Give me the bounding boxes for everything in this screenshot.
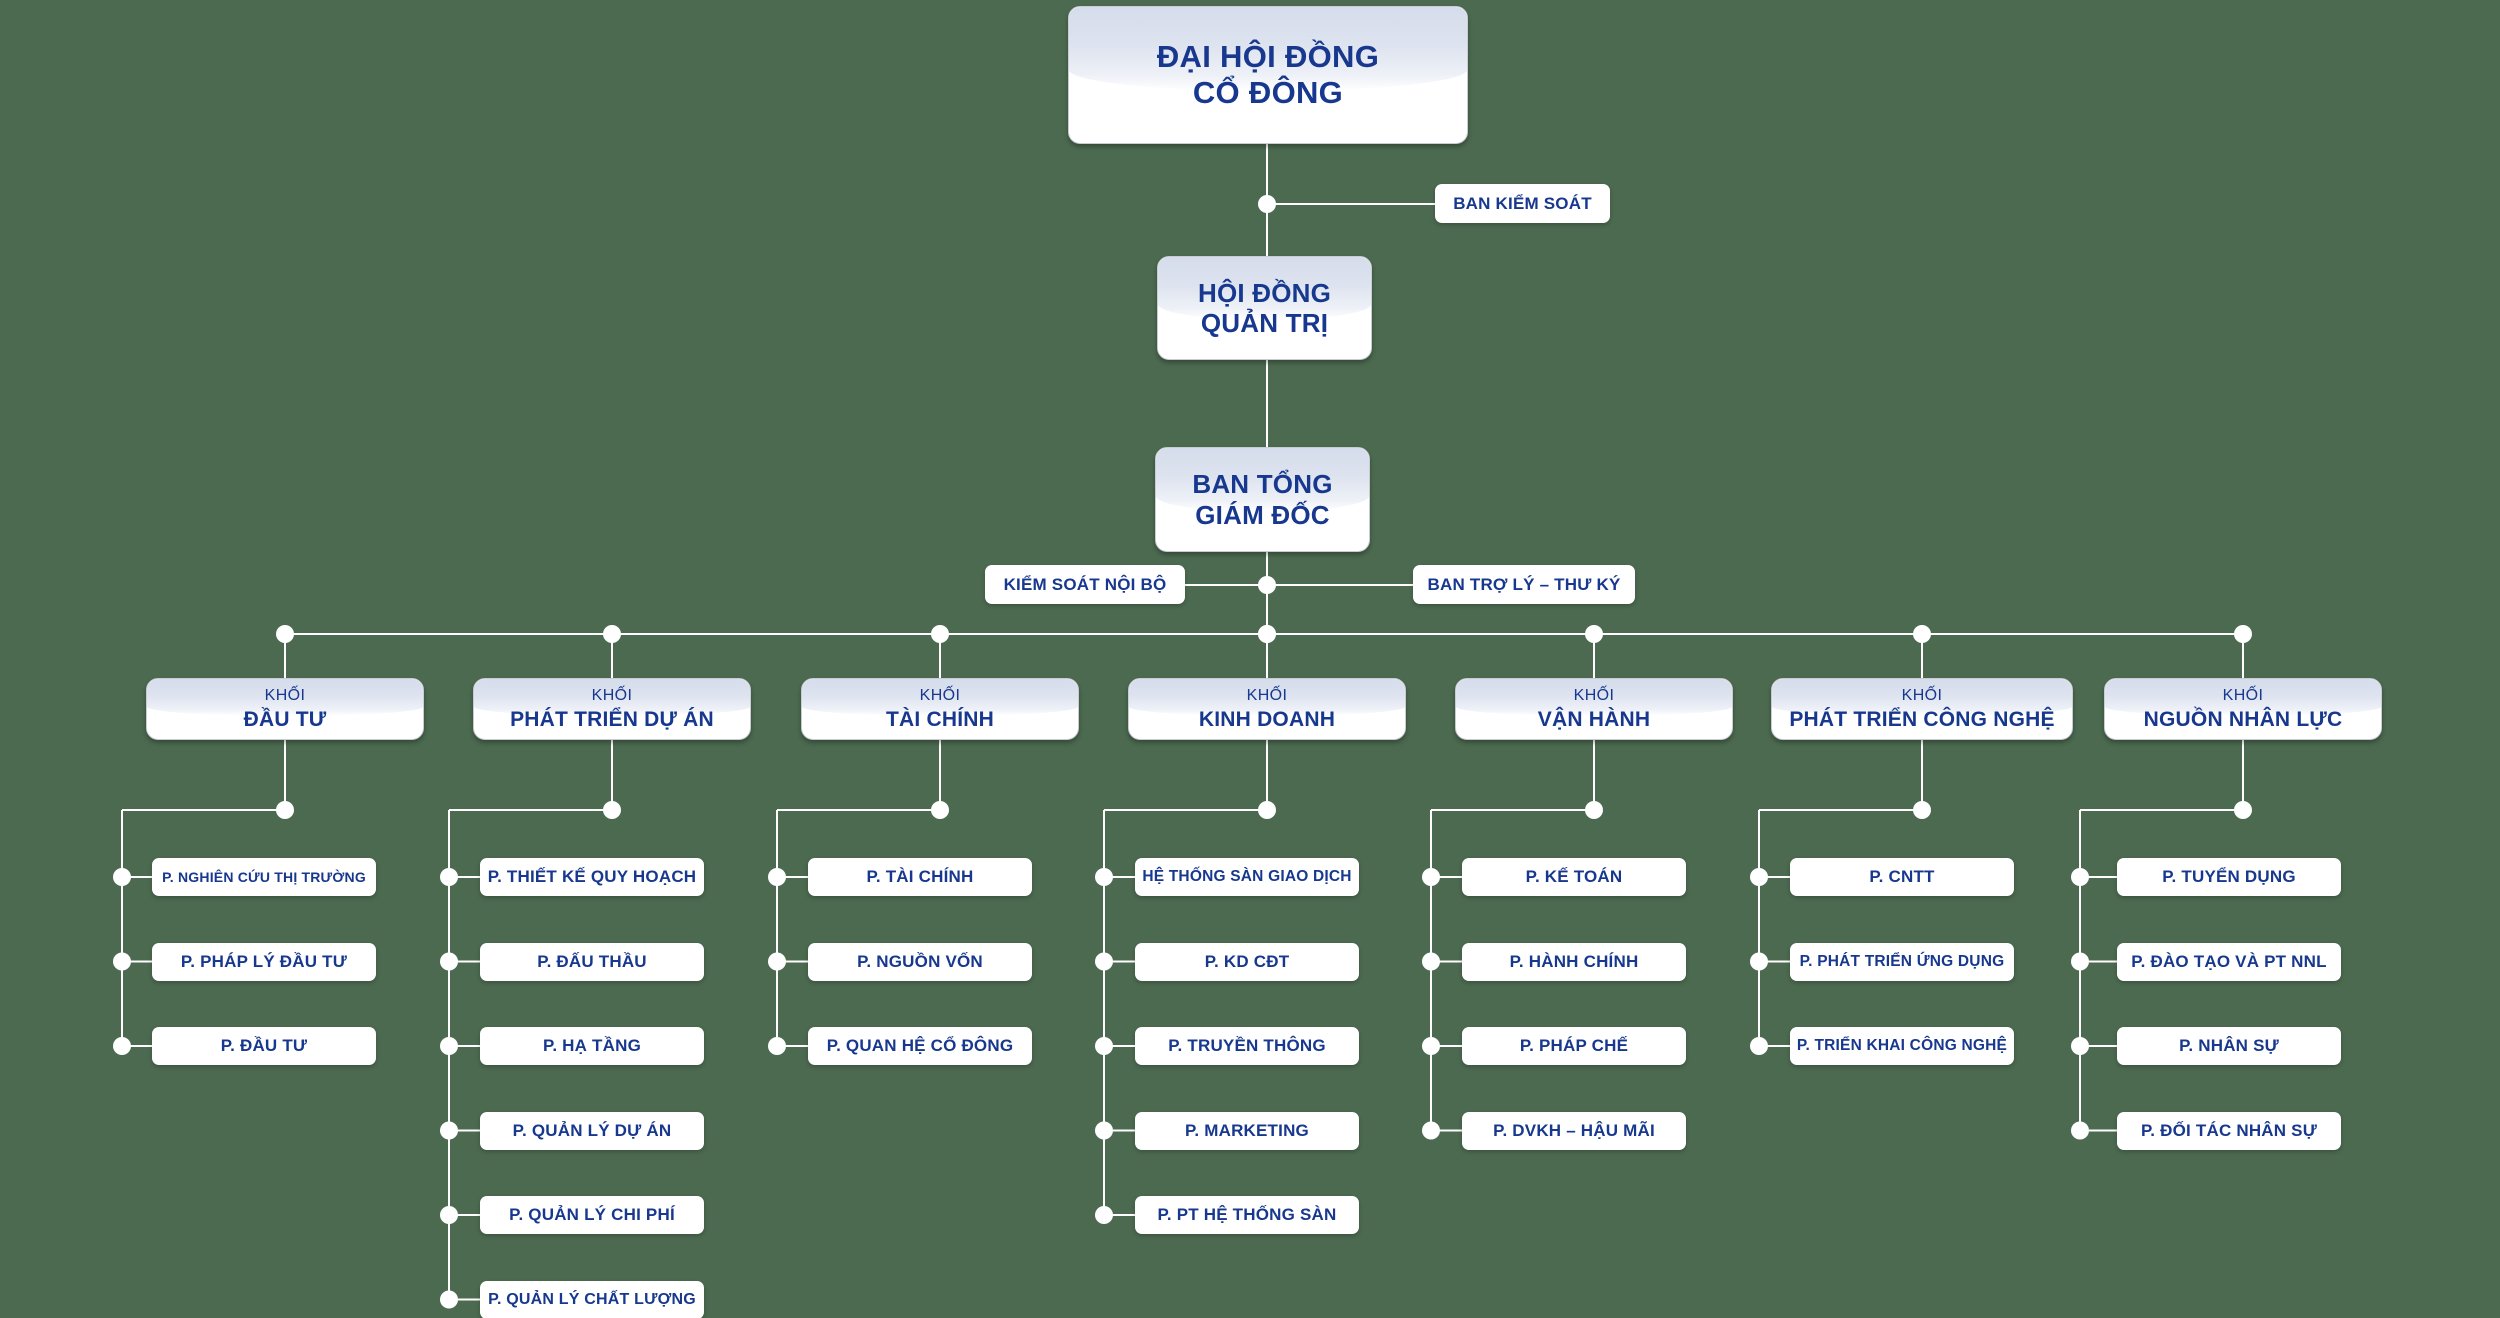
node-label: P. PT HỆ THỐNG SÀN bbox=[1157, 1205, 1337, 1224]
node-label: P. TUYỂN DỤNG bbox=[2162, 867, 2296, 886]
department-node[interactable]: P. NGUỒN VỐN bbox=[808, 942, 1032, 981]
department-node[interactable]: P. ĐẦU TƯ bbox=[152, 1027, 376, 1065]
node-label: P. QUẢN LÝ DỰ ÁN bbox=[512, 1120, 672, 1140]
node-label: P. KẾ TOÁN bbox=[1525, 867, 1623, 886]
node-label: P. THIẾT KẾ QUY HOẠCH bbox=[487, 867, 697, 886]
node-label: P. MARKETING bbox=[1185, 1120, 1309, 1140]
division-2-header[interactable]: KHỐI PHÁT TRIỂN DỰ ÁN bbox=[473, 678, 751, 740]
division-7-header[interactable]: KHỐI NGUỒN NHÂN LỰC bbox=[2104, 678, 2382, 740]
department-node[interactable]: P. HẠ TẦNG bbox=[480, 1027, 704, 1065]
division-kicker: KHỐI bbox=[2222, 686, 2264, 704]
node-label: P. TRUYỀN THÔNG bbox=[1168, 1036, 1326, 1055]
node-label: P. TRIỂN KHAI CÔNG NGHỆ bbox=[1796, 1037, 2008, 1054]
division-kicker: KHỐI bbox=[591, 686, 633, 704]
department-node[interactable]: P. KẾ TOÁN bbox=[1462, 858, 1686, 896]
node-label-line1: BAN TỔNG bbox=[1192, 469, 1333, 500]
node-label: HỘI ĐỒNG QUẢN TRỊ bbox=[1198, 278, 1331, 338]
node-label-line2: QUẢN TRỊ bbox=[1200, 308, 1329, 338]
node-label-line1: HỘI ĐỒNG bbox=[1197, 277, 1332, 308]
department-node[interactable]: P. ĐÀO TẠO VÀ PT NNL bbox=[2117, 942, 2341, 981]
department-node[interactable]: P. DVKH – HẬU MÃI bbox=[1462, 1111, 1686, 1150]
department-node[interactable]: P. PHÁT TRIỂN ỨNG DỤNG bbox=[1790, 942, 2014, 981]
department-node[interactable]: P. QUẢN LÝ CHI PHÍ bbox=[480, 1196, 704, 1234]
division-name: ĐẦU TƯ bbox=[243, 707, 327, 731]
node-label-line1: ĐẠI HỘI ĐỒNG bbox=[1156, 39, 1380, 75]
division-name: VẬN HÀNH bbox=[1537, 707, 1651, 731]
node-label: P. CNTT bbox=[1869, 867, 1935, 886]
division-3-header[interactable]: KHỐI TÀI CHÍNH bbox=[801, 678, 1079, 740]
node-label: P. NGUỒN VỐN bbox=[857, 951, 983, 971]
department-node[interactable]: P. NHÂN SỰ bbox=[2117, 1027, 2341, 1065]
department-node[interactable]: P. MARKETING bbox=[1135, 1111, 1359, 1150]
node-label: BAN KIỂM SOÁT bbox=[1453, 193, 1592, 213]
node-board-of-management[interactable]: BAN TỔNG GIÁM ĐỐC bbox=[1155, 447, 1370, 552]
node-label: ĐẠI HỘI ĐỒNG CỔ ĐÔNG bbox=[1157, 39, 1379, 111]
department-node[interactable]: P. TRUYỀN THÔNG bbox=[1135, 1027, 1359, 1065]
node-label: P. NGHIÊN CỨU THỊ TRƯỜNG bbox=[162, 869, 366, 885]
node-label: P. HẠ TẦNG bbox=[542, 1036, 642, 1055]
division-name: TÀI CHÍNH bbox=[886, 707, 994, 731]
division-kicker: KHỐI bbox=[1901, 686, 1943, 704]
node-label-line2: CỔ ĐÔNG bbox=[1192, 75, 1344, 110]
department-node[interactable]: P. PT HỆ THỐNG SÀN bbox=[1135, 1196, 1359, 1234]
department-node[interactable]: P. TUYỂN DỤNG bbox=[2117, 858, 2341, 896]
division-6-header[interactable]: KHỐI PHÁT TRIỂN CÔNG NGHỆ bbox=[1771, 678, 2073, 740]
department-node[interactable]: P. PHÁP CHẾ bbox=[1462, 1027, 1686, 1065]
division-4-header[interactable]: KHỐI KINH DOANH bbox=[1128, 678, 1406, 740]
node-assistant-secretary[interactable]: BAN TRỢ LÝ – THƯ KÝ bbox=[1413, 565, 1635, 604]
node-label: P. ĐẦU TƯ bbox=[220, 1036, 308, 1055]
node-label: P. TÀI CHÍNH bbox=[866, 867, 974, 886]
division-kicker: KHỐI bbox=[919, 686, 961, 704]
division-kicker: KHỐI bbox=[1573, 686, 1615, 704]
division-name: NGUỒN NHÂN LỰC bbox=[2143, 707, 2343, 731]
department-node[interactable]: P. HÀNH CHÍNH bbox=[1462, 942, 1686, 981]
node-label: P. KD CĐT bbox=[1204, 951, 1290, 971]
department-node[interactable]: P. PHÁP LÝ ĐẦU TƯ bbox=[152, 942, 376, 981]
department-node[interactable]: P. QUẢN LÝ DỰ ÁN bbox=[480, 1111, 704, 1150]
node-general-shareholders-meeting[interactable]: ĐẠI HỘI ĐỒNG CỔ ĐÔNG bbox=[1068, 6, 1468, 144]
division-kicker: KHỐI bbox=[1246, 686, 1288, 704]
department-node[interactable]: P. CNTT bbox=[1790, 858, 2014, 896]
division-5-header[interactable]: KHỐI VẬN HÀNH bbox=[1455, 678, 1733, 740]
department-node[interactable]: P. ĐỐI TÁC NHÂN SỰ bbox=[2117, 1111, 2341, 1150]
node-label: KIỂM SOÁT NỘI BỘ bbox=[1003, 574, 1167, 594]
department-node[interactable]: P. QUAN HỆ CỔ ĐÔNG bbox=[808, 1027, 1032, 1065]
node-label: P. QUẢN LÝ CHẤT LƯỢNG bbox=[488, 1290, 696, 1308]
department-node[interactable]: P. TÀI CHÍNH bbox=[808, 858, 1032, 896]
node-internal-control[interactable]: KIỂM SOÁT NỘI BỘ bbox=[985, 565, 1185, 604]
node-label: P. HÀNH CHÍNH bbox=[1509, 951, 1639, 971]
node-label: P. ĐẤU THẦU bbox=[537, 951, 647, 971]
department-node[interactable]: P. KD CĐT bbox=[1135, 942, 1359, 981]
division-name: PHÁT TRIỂN CÔNG NGHỆ bbox=[1789, 707, 2055, 731]
node-label: P. PHÁP CHẾ bbox=[1519, 1036, 1629, 1055]
node-board-of-directors[interactable]: HỘI ĐỒNG QUẢN TRỊ bbox=[1157, 256, 1372, 360]
department-node[interactable]: P. NGHIÊN CỨU THỊ TRƯỜNG bbox=[152, 858, 376, 896]
department-node[interactable]: P. ĐẤU THẦU bbox=[480, 942, 704, 981]
division-1-header[interactable]: KHỐI ĐẦU TƯ bbox=[146, 678, 424, 740]
department-node[interactable]: P. TRIỂN KHAI CÔNG NGHỆ bbox=[1790, 1027, 2014, 1065]
node-label: P. ĐỐI TÁC NHÂN SỰ bbox=[2140, 1120, 2318, 1140]
node-label: HỆ THỐNG SÀN GIAO DỊCH bbox=[1142, 868, 1352, 885]
node-label: P. QUAN HỆ CỔ ĐÔNG bbox=[826, 1036, 1014, 1055]
node-label: P. ĐÀO TẠO VÀ PT NNL bbox=[2131, 951, 2327, 971]
department-node[interactable]: HỆ THỐNG SÀN GIAO DỊCH bbox=[1135, 858, 1359, 896]
node-label: BAN TỔNG GIÁM ĐỐC bbox=[1192, 469, 1332, 529]
node-label: P. PHÁP LÝ ĐẦU TƯ bbox=[180, 951, 348, 971]
division-kicker: KHỐI bbox=[264, 686, 306, 704]
division-name: PHÁT TRIỂN DỰ ÁN bbox=[510, 707, 714, 731]
department-node[interactable]: P. QUẢN LÝ CHẤT LƯỢNG bbox=[480, 1280, 704, 1318]
department-node[interactable]: P. THIẾT KẾ QUY HOẠCH bbox=[480, 858, 704, 896]
division-name: KINH DOANH bbox=[1198, 707, 1336, 731]
node-label: P. QUẢN LÝ CHI PHÍ bbox=[509, 1205, 675, 1224]
node-label: P. PHÁT TRIỂN ỨNG DỤNG bbox=[1799, 952, 2005, 970]
node-label: BAN TRỢ LÝ – THƯ KÝ bbox=[1427, 574, 1621, 594]
node-label: P. DVKH – HẬU MÃI bbox=[1493, 1120, 1655, 1140]
node-supervisory-board[interactable]: BAN KIỂM SOÁT bbox=[1435, 184, 1610, 223]
node-label-line2: GIÁM ĐỐC bbox=[1195, 499, 1330, 530]
node-label: P. NHÂN SỰ bbox=[2179, 1036, 2279, 1055]
